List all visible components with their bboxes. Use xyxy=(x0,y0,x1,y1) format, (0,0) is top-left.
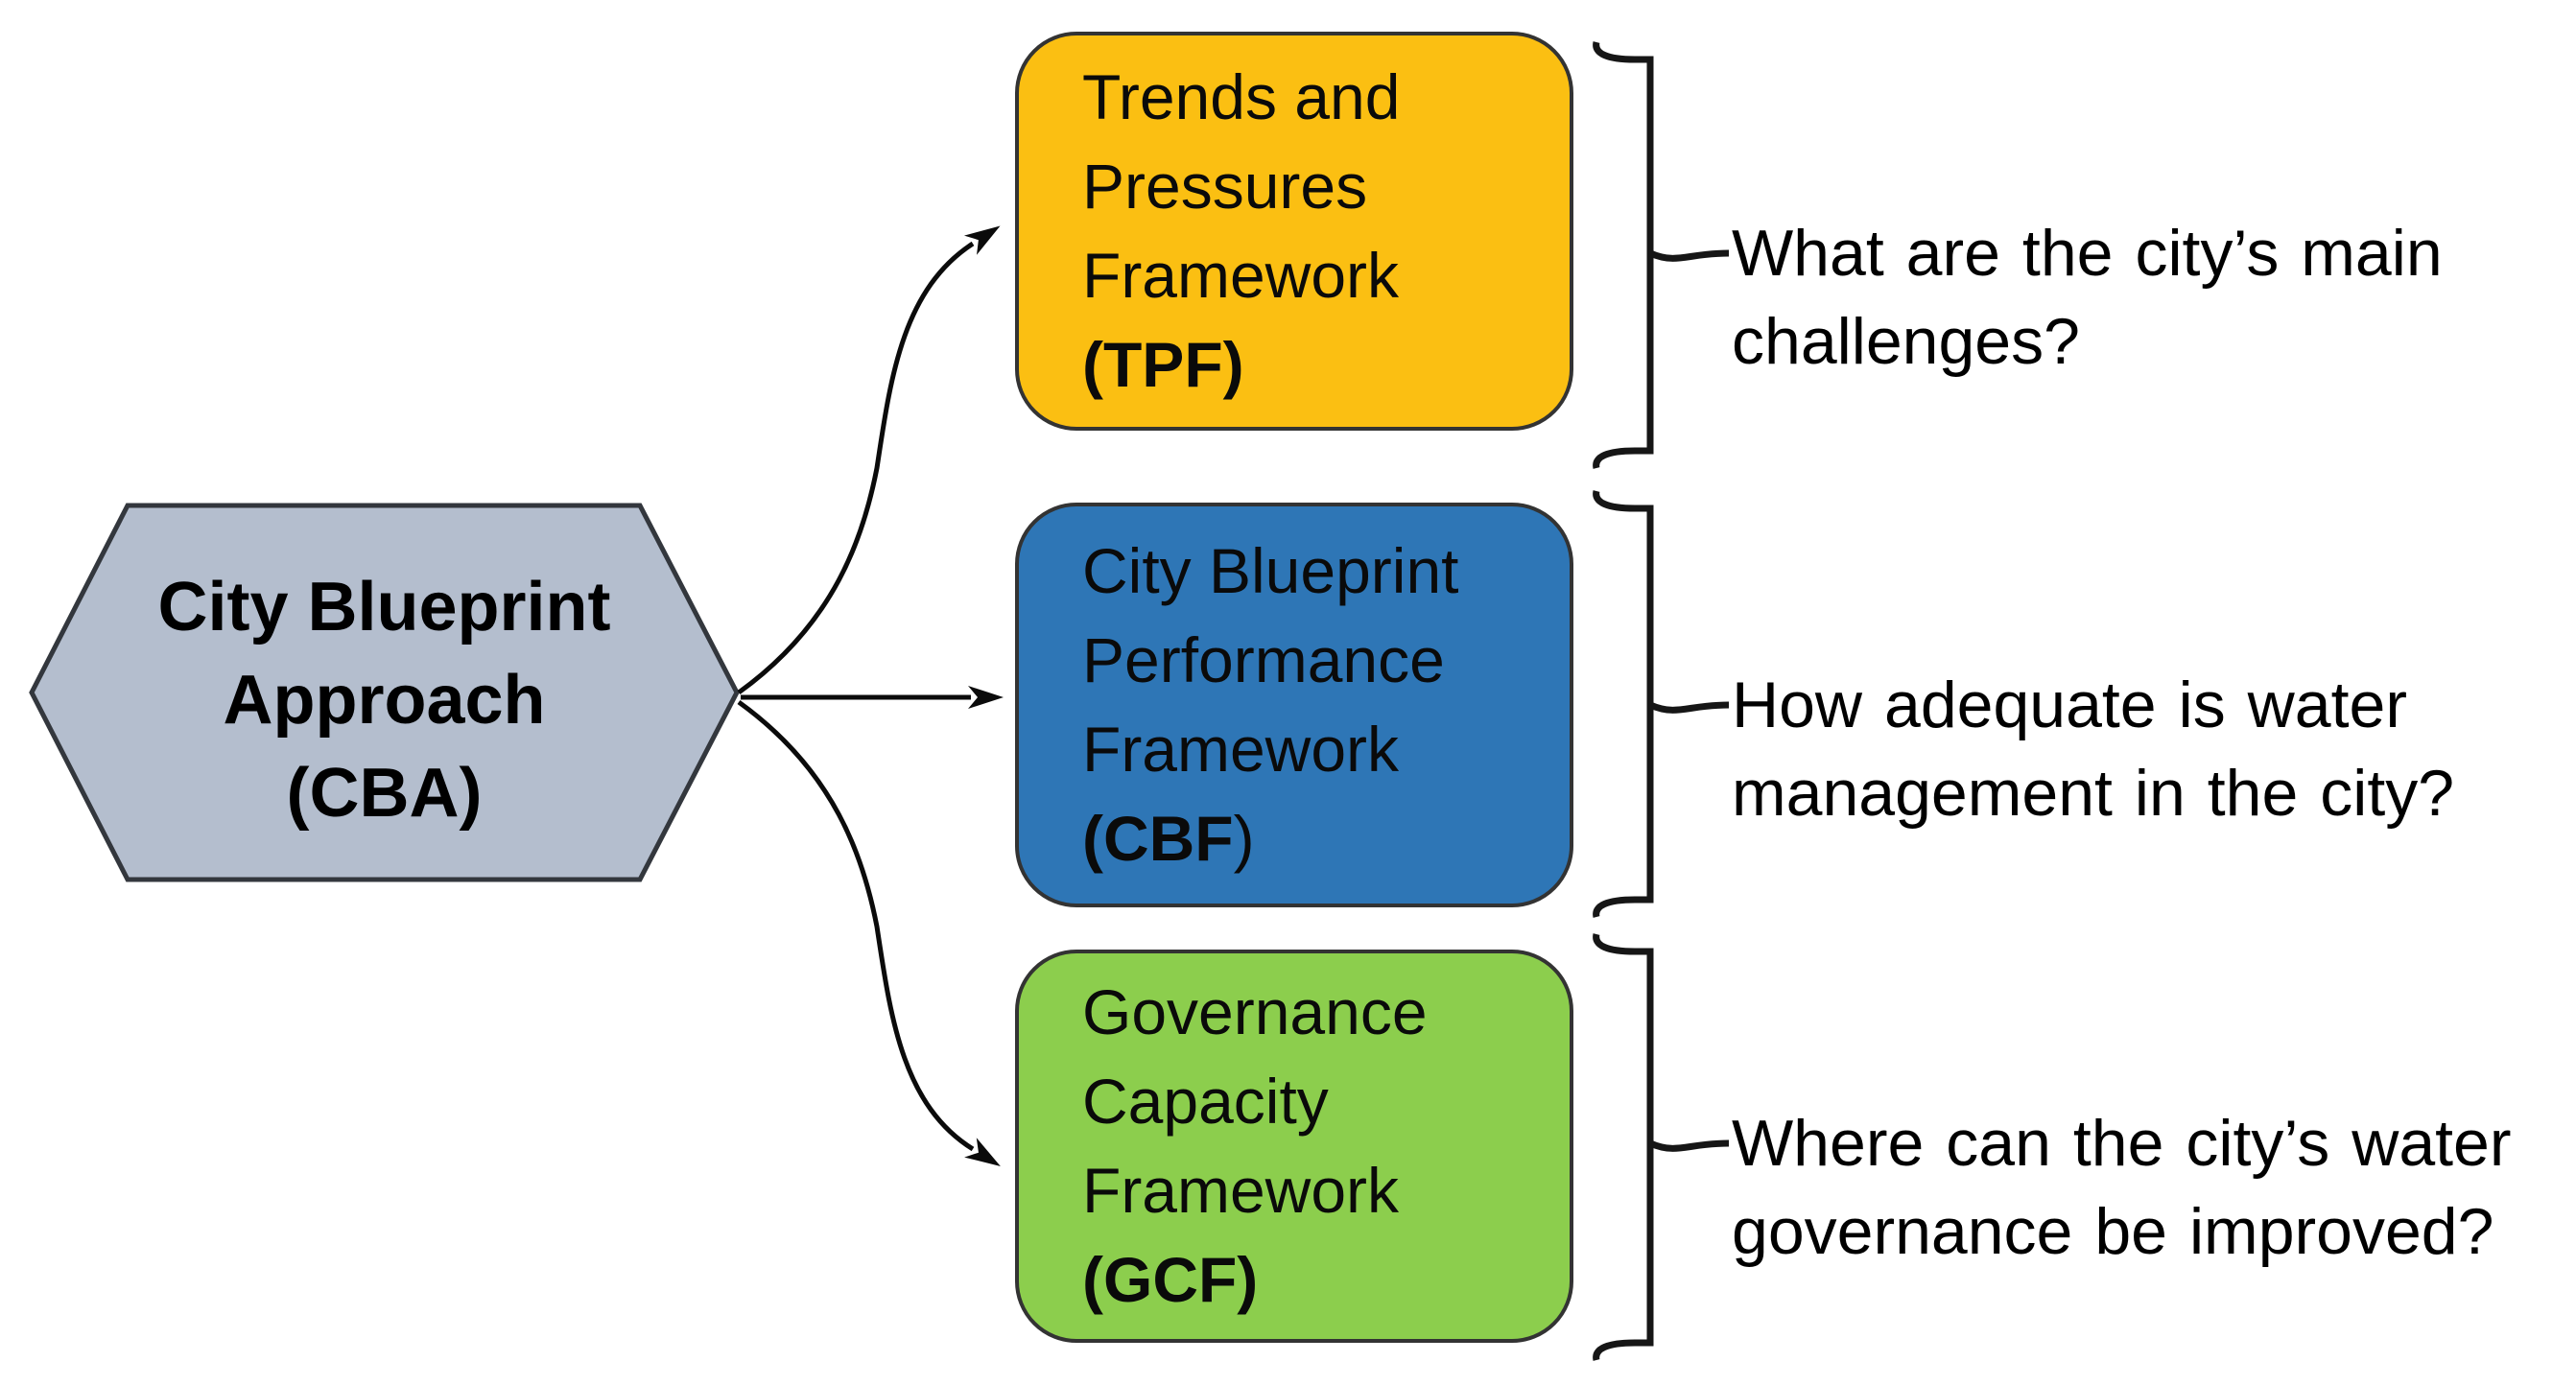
question-tpf-line: challenges? xyxy=(1732,305,2080,378)
gcf-box-abbr: (GCF) xyxy=(1082,1235,1570,1325)
question-cbf-line: How adequate is water xyxy=(1732,669,2407,741)
cbf-box-abbr: (CBF) xyxy=(1082,794,1570,883)
question-cbf-line: management in the city? xyxy=(1732,757,2455,830)
cbf-abbr-tail: ) xyxy=(1233,803,1255,874)
arrow-cba-to-gcf xyxy=(737,699,1001,1166)
question-gcf: Where can the city’s water governance be… xyxy=(1732,1099,2576,1276)
tpf-abbr-bold: (TPF) xyxy=(1082,329,1244,400)
question-tpf: What are the city’s main challenges? xyxy=(1732,209,2576,386)
cbf-box-line: Performance xyxy=(1082,624,1445,695)
tpf-box-line: Pressures xyxy=(1082,151,1368,222)
cbf-abbr-bold: (CBF xyxy=(1082,803,1234,874)
arrow-cba-to-tpf xyxy=(737,225,1001,695)
gcf-box-line: Capacity xyxy=(1082,1066,1329,1137)
question-cbf: How adequate is water management in the … xyxy=(1732,661,2576,837)
cba-label-line: City Blueprint xyxy=(157,569,611,646)
cbf-box-line: Framework xyxy=(1082,714,1400,785)
gcf-box-line: Governance xyxy=(1082,976,1428,1047)
cba-hexagon-label: City Blueprint Approach (CBA) xyxy=(32,561,737,840)
question-gcf-line: Where can the city’s water xyxy=(1732,1107,2512,1180)
bracket-gcf xyxy=(1593,933,1730,1361)
question-tpf-line: What are the city’s main xyxy=(1732,217,2443,290)
bracket-tpf xyxy=(1593,41,1730,469)
tpf-box-line: Trends and xyxy=(1082,61,1401,132)
gcf-box: Governance Capacity Framework (GCF) xyxy=(1015,950,1573,1343)
gcf-abbr-bold: (GCF) xyxy=(1082,1244,1259,1315)
tpf-box-line: Framework xyxy=(1082,240,1400,311)
cba-label-line: (CBA) xyxy=(286,755,483,832)
question-gcf-line: governance be improved? xyxy=(1732,1195,2494,1268)
tpf-box-abbr: (TPF) xyxy=(1082,320,1570,410)
cba-label-line: Approach xyxy=(223,662,546,739)
cbf-box: City Blueprint Performance Framework (CB… xyxy=(1015,503,1573,907)
bracket-cbf xyxy=(1593,490,1730,918)
tpf-box: Trends and Pressures Framework (TPF) xyxy=(1015,32,1573,431)
gcf-box-line: Framework xyxy=(1082,1155,1400,1226)
cbf-box-line: City Blueprint xyxy=(1082,535,1459,606)
